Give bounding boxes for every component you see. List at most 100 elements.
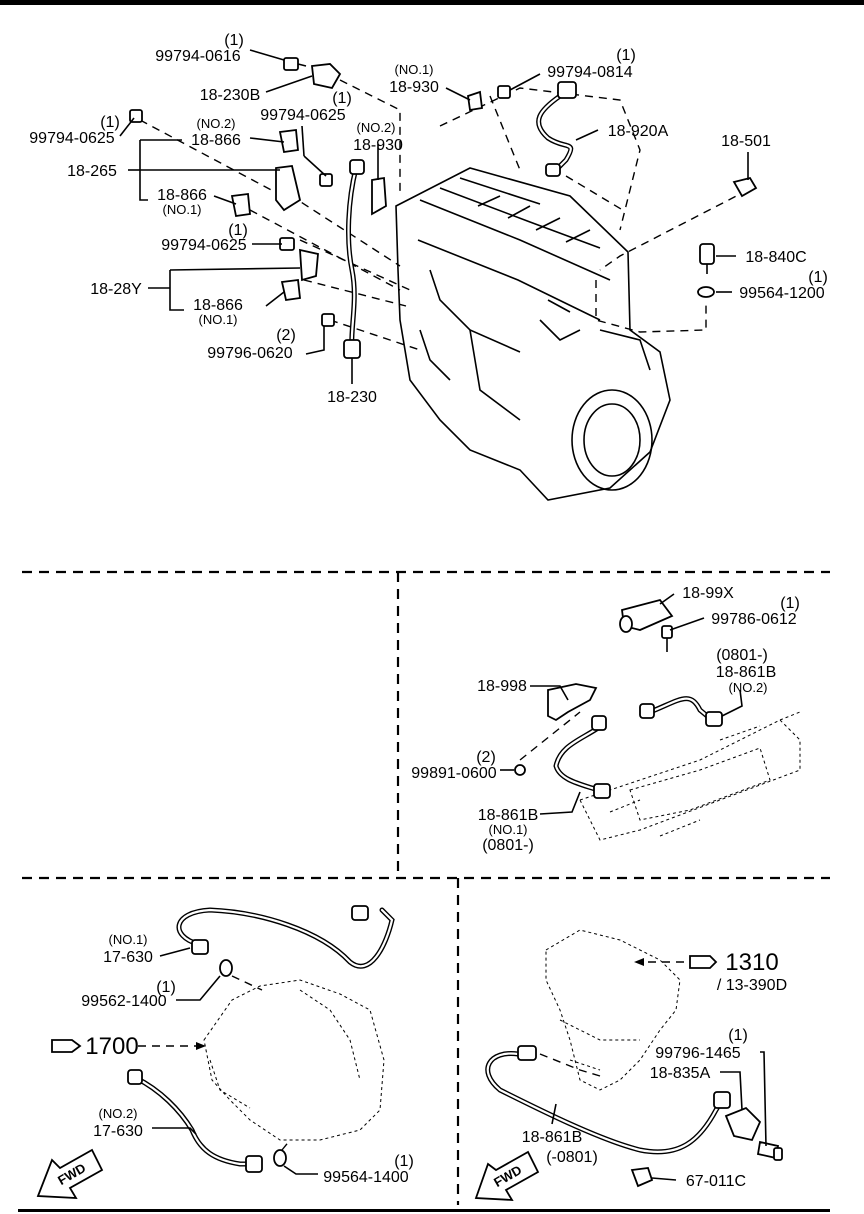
- sensor-cable-18-230: [343, 159, 365, 359]
- br-leader-lines: [539, 958, 767, 1181]
- label-18-501: 18-501: [721, 133, 771, 150]
- part-number-text: 18-861B: [478, 807, 539, 824]
- transaxle-illustration: [203, 979, 385, 1141]
- bracket-18-866-no1-lower-icon: [280, 278, 301, 302]
- part-number-text: 18-230B: [200, 87, 261, 104]
- part-number-text: 18-861B: [522, 1129, 583, 1146]
- catalyst-illustration: [545, 929, 681, 1091]
- part-number-text: 99794-0625: [29, 130, 115, 147]
- sensor-cable-18-861b-no2: [639, 696, 723, 727]
- sensor-cable-17-630-no1: [176, 905, 395, 969]
- qty-text: (1): [616, 47, 636, 64]
- label-18-920a: 18-920A: [608, 123, 669, 140]
- label-ref-1700: 1700: [85, 1033, 138, 1060]
- part-number-text: 18-501: [721, 133, 771, 150]
- label-18-861b-no1: 18-861B (NO.1) (0801-): [478, 807, 539, 854]
- part-number-text: 99562-1400: [81, 993, 167, 1010]
- bolt-icon: [756, 1140, 783, 1161]
- label-17-630-no1: (NO.1) 17-630: [103, 932, 153, 966]
- label-99786-0612: (1) 99786-0612: [711, 595, 799, 628]
- label-18-861b-lower: 18-861B (-0801): [522, 1129, 598, 1166]
- label-17-630-no2: (NO.2) 17-630: [93, 1106, 143, 1140]
- label-99564-1400: (1) 99564-1400: [323, 1153, 413, 1186]
- bracket-18-265-icon: [275, 165, 302, 212]
- bolt-icon: [319, 173, 333, 187]
- fwd-arrow-icon: FWD: [36, 1148, 104, 1199]
- qty-text: (1): [156, 979, 176, 996]
- label-18-28y: 18-28Y: [90, 281, 142, 298]
- part-number-text: 99796-1465: [655, 1045, 741, 1062]
- label-99794-0625-c: (1) 99794-0625: [161, 222, 247, 254]
- label-99796-1465: (1) 99796-1465: [655, 1027, 747, 1062]
- note-text: (NO.2): [357, 120, 396, 135]
- qty-text: (1): [394, 1153, 414, 1170]
- label-18-230: 18-230: [327, 389, 377, 406]
- sensor-18-840c-icon: [699, 243, 715, 274]
- section-separators: [22, 570, 830, 1205]
- fwd-arrow-icon: FWD: [474, 1150, 540, 1201]
- bracket-18-930-no2-icon: [371, 176, 387, 216]
- part-number-text: 17-630: [93, 1123, 143, 1140]
- part-number-text: 67-011C: [686, 1173, 746, 1190]
- label-99796-0620: (2) 99796-0620: [207, 327, 295, 362]
- label-18-265: 18-265: [67, 163, 117, 180]
- qty-text: (1): [332, 90, 352, 107]
- bracket-18-998-icon: [547, 683, 598, 722]
- bolt-icon: [497, 85, 511, 99]
- exhaust-pipe-illustration: [579, 711, 801, 841]
- part-number-text: 99794-0625: [260, 107, 346, 124]
- washer-icon: [273, 1149, 287, 1167]
- part-number-text: 18-265: [67, 163, 117, 180]
- qty-text: (2): [476, 749, 496, 766]
- label-18-930-no2: (NO.2) 18-930: [353, 120, 403, 154]
- bolt-icon: [321, 313, 335, 327]
- part-number-text: 18-930: [353, 137, 403, 154]
- bracket-18-28y-icon: [299, 248, 319, 282]
- label-99562-1400: (1) 99562-1400: [81, 979, 175, 1010]
- bolt-icon: [661, 625, 673, 652]
- part-number-text: 99891-0600: [411, 765, 497, 782]
- part-number-text: 18-840C: [745, 249, 806, 266]
- bracket-18-930-no1-icon: [467, 90, 484, 112]
- part-number-text: 99794-0814: [547, 64, 633, 81]
- label-18-861b-no2: (0801-) 18-861B (NO.2): [716, 647, 777, 695]
- label-99564-1200: (1) 99564-1200: [739, 269, 827, 302]
- part-number-text: 18-866: [157, 187, 207, 204]
- label-18-835a: 18-835A: [650, 1065, 711, 1082]
- qty-text: (1): [780, 595, 800, 612]
- engine-block-illustration: [395, 167, 671, 501]
- label-18-840c: 18-840C: [745, 249, 806, 266]
- clip-67-011c-icon: [630, 1167, 654, 1188]
- top-border-bar: [0, 0, 864, 5]
- part-number-text: 18-28Y: [90, 281, 142, 298]
- sensor-cable-18-920a: [536, 81, 577, 177]
- nut-icon: [514, 764, 526, 776]
- note-text: (NO.1): [163, 202, 202, 217]
- part-number-text: 18-920A: [608, 123, 669, 140]
- bracket-18-866-no2-icon: [278, 128, 299, 154]
- ref-text: 1310: [725, 949, 778, 976]
- top-label-leaders: [119, 49, 749, 384]
- washer-icon: [219, 959, 233, 977]
- note-text: (NO.1): [109, 932, 148, 947]
- label-ref-1310: 1310 / 13-390D: [717, 949, 787, 994]
- bracket-18-835a-icon: [724, 1106, 762, 1142]
- label-18-930-no1: (NO.1) 18-930: [389, 62, 439, 96]
- bolt-icon: [283, 57, 307, 71]
- engine-leader-lines: [139, 79, 749, 351]
- label-18-866-no1: 18-866 (NO.1): [157, 187, 207, 217]
- part-number-text: 18-99X: [682, 585, 734, 602]
- sensor-cable-18-861b-no1: [553, 715, 611, 799]
- label-99794-0625-b: (1) 99794-0625: [260, 90, 351, 124]
- date-text: (0801-): [482, 837, 534, 854]
- bl-leader-lines: [138, 947, 318, 1175]
- bolt-icon: [279, 237, 295, 251]
- part-number-text: 99564-1200: [739, 285, 825, 302]
- ref-sub-text: / 13-390D: [717, 977, 787, 994]
- washer-icon: [697, 286, 715, 298]
- qty-text: (1): [100, 114, 120, 131]
- label-99794-0616: (1) 99794-0616: [155, 32, 243, 65]
- part-number-text: 99564-1400: [323, 1169, 409, 1186]
- label-18-99x: 18-99X: [682, 585, 734, 602]
